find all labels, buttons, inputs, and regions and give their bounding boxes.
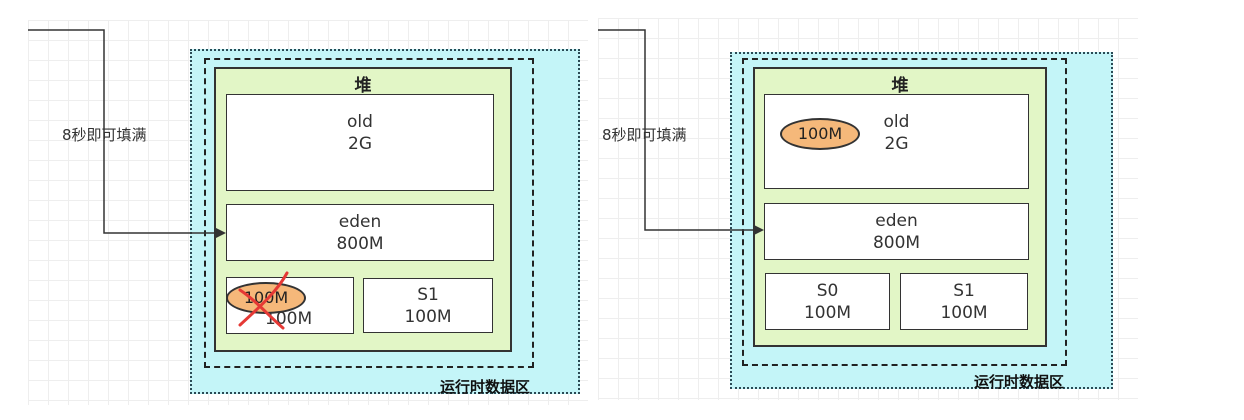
- left-s1-size: 100M: [404, 307, 452, 327]
- right-heap-title: 堆: [891, 76, 909, 96]
- right-s0-size: 100M: [803, 303, 852, 323]
- right-eden-size: 800M: [872, 233, 921, 253]
- left-old-size: 2G: [348, 134, 372, 154]
- left-eden-name: eden: [338, 212, 382, 232]
- right-s1: S1 100M: [900, 273, 1028, 330]
- right-dashed-boundary: [742, 58, 1067, 366]
- left-cross-stroke-2: [238, 271, 289, 327]
- right-old-object-label: 100M: [797, 124, 843, 143]
- left-s1: S1 100M: [363, 278, 493, 333]
- right-s0-name: S0: [816, 281, 839, 301]
- left-s1-name: S1: [417, 285, 439, 305]
- right-s1-name: S1: [953, 281, 975, 301]
- left-runtime-label: 运行时数据区: [440, 378, 531, 396]
- right-arrow-line: [598, 29, 756, 231]
- right-s0: S0 100M: [765, 273, 890, 330]
- left-old-gen: old 2G: [226, 94, 494, 191]
- left-heap-title: 堆: [354, 76, 372, 96]
- right-old-name: old: [883, 112, 910, 132]
- left-old-name: old: [347, 112, 373, 132]
- left-arrow-head: [216, 228, 226, 238]
- left-eden-size: 800M: [336, 234, 384, 254]
- right-runtime-label: 运行时数据区: [974, 373, 1065, 391]
- left-arrow-line: [28, 29, 218, 234]
- right-eden: eden 800M: [764, 203, 1029, 260]
- left-dashed-boundary: [204, 58, 534, 368]
- right-s1-size: 100M: [940, 303, 988, 323]
- right-old-size: 2G: [884, 134, 909, 154]
- right-old-object-ellipse: 100M: [780, 118, 860, 150]
- right-arrow-head: [754, 225, 764, 235]
- left-eden: eden 800M: [226, 204, 494, 261]
- right-eden-name: eden: [875, 211, 918, 231]
